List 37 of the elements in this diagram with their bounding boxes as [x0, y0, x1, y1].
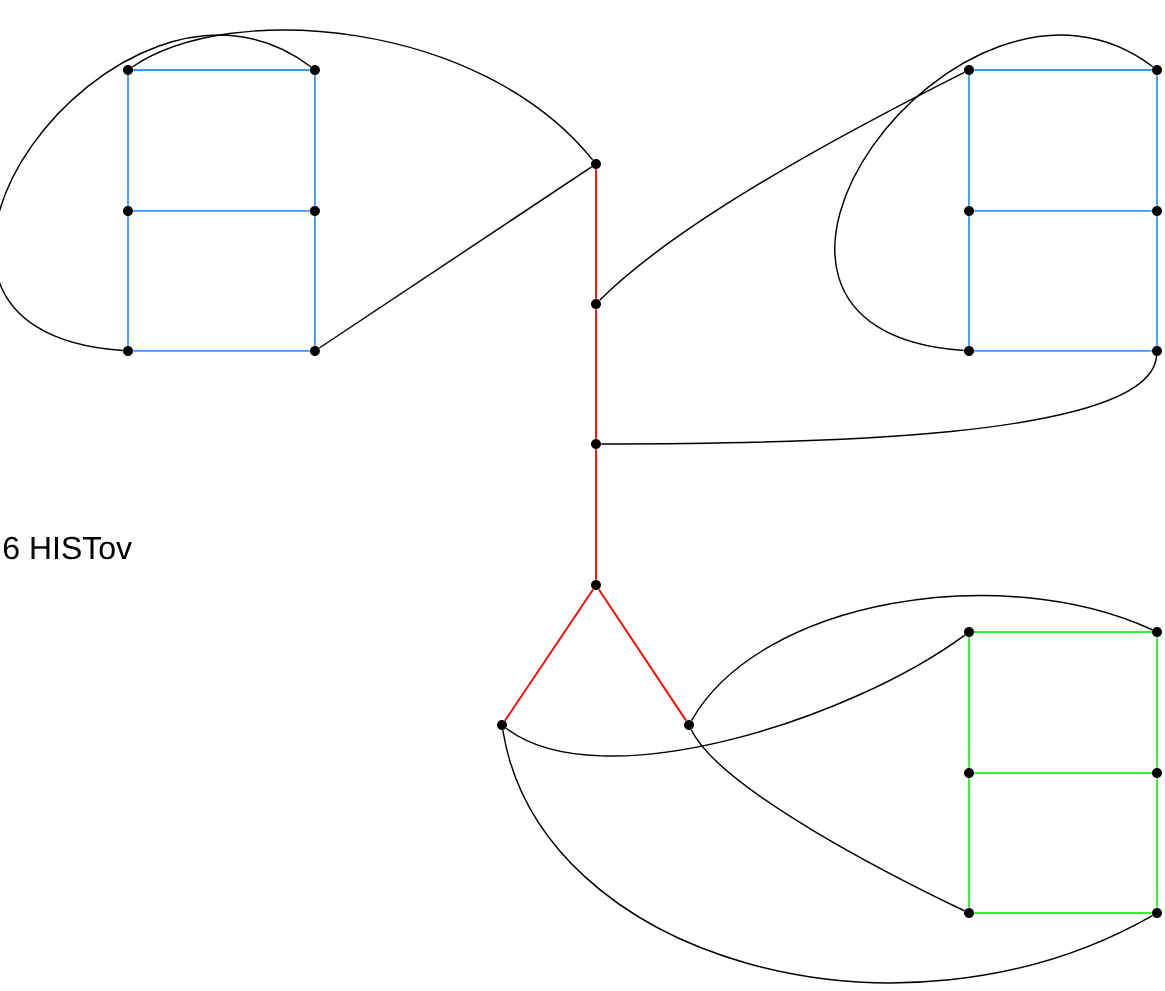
- graph-edge: [973, 69, 1153, 71]
- graph-edge: [314, 74, 316, 207]
- graph-edge: [132, 350, 311, 352]
- graph-edge: [968, 777, 970, 909]
- graph-edge: [1156, 74, 1158, 207]
- graph-edge: [598, 71, 966, 302]
- graph-edge: [600, 355, 1158, 445]
- graph-edge: [127, 74, 129, 207]
- graph-edge: [973, 350, 1153, 352]
- graph-edge: [834, 34, 1154, 352]
- graph-edge: [595, 448, 597, 581]
- graph-edge: [503, 588, 594, 722]
- graph-edge: [132, 210, 311, 212]
- graph-edge: [973, 772, 1153, 774]
- graph-edge: [505, 634, 966, 757]
- graph-label: 6 HISTov: [3, 536, 132, 560]
- graph-edge: [1156, 636, 1158, 769]
- graph-edge: [131, 29, 594, 161]
- graph-edge: [595, 168, 597, 300]
- graph-edge: [127, 215, 129, 347]
- graph-edge: [968, 215, 970, 347]
- graph-edge: [595, 308, 597, 440]
- graph-edge: [973, 210, 1153, 212]
- graph-edge: [1156, 777, 1158, 909]
- graph-edge: [968, 74, 970, 207]
- graph-edge: [318, 166, 593, 349]
- graph-edge: [690, 594, 1153, 722]
- graph-edge: [132, 69, 311, 71]
- graph-edge: [0, 34, 312, 352]
- graph-edge: [968, 636, 970, 769]
- graph-edge: [973, 912, 1153, 914]
- graph-edge: [690, 729, 965, 912]
- graph-edge: [973, 631, 1153, 633]
- graph-edge: [314, 215, 316, 347]
- graph-edge: [502, 729, 1154, 984]
- graph-edge: [1156, 215, 1158, 347]
- graph-edge: [597, 588, 688, 722]
